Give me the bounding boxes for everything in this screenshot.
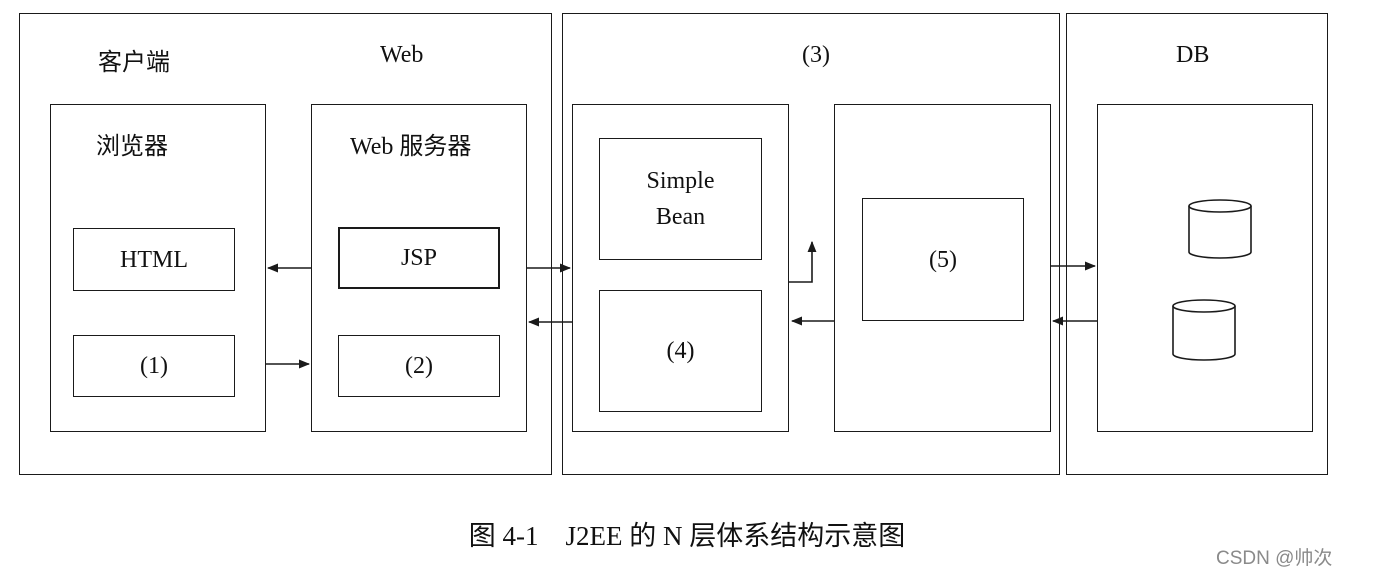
client-tier-title: 客户端 bbox=[98, 50, 170, 76]
blank-1-box: (1) bbox=[73, 335, 235, 397]
blank-2-box: (2) bbox=[338, 335, 500, 397]
simple-bean-box: Simple Bean bbox=[599, 138, 762, 260]
blank-5-box: (5) bbox=[862, 198, 1024, 321]
html-box: HTML bbox=[73, 228, 235, 291]
database-cylinder-icon bbox=[1188, 199, 1252, 259]
database-cylinder-icon bbox=[1172, 299, 1236, 361]
middle-tier-title: (3) bbox=[802, 42, 830, 68]
db-container bbox=[1097, 104, 1313, 432]
arrow-bean-up-connector bbox=[789, 240, 817, 283]
browser-title: 浏览器 bbox=[96, 134, 168, 160]
jsp-box: JSP bbox=[338, 227, 500, 289]
blank-4-box: (4) bbox=[599, 290, 762, 412]
watermark: CSDN @帅次 bbox=[1216, 548, 1333, 569]
figure-caption: 图 4-1 J2EE 的 N 层体系结构示意图 bbox=[468, 521, 906, 551]
web-tier-title: Web bbox=[380, 42, 424, 68]
db-tier-title: DB bbox=[1176, 42, 1210, 68]
web-server-title: Web 服务器 bbox=[350, 134, 472, 160]
